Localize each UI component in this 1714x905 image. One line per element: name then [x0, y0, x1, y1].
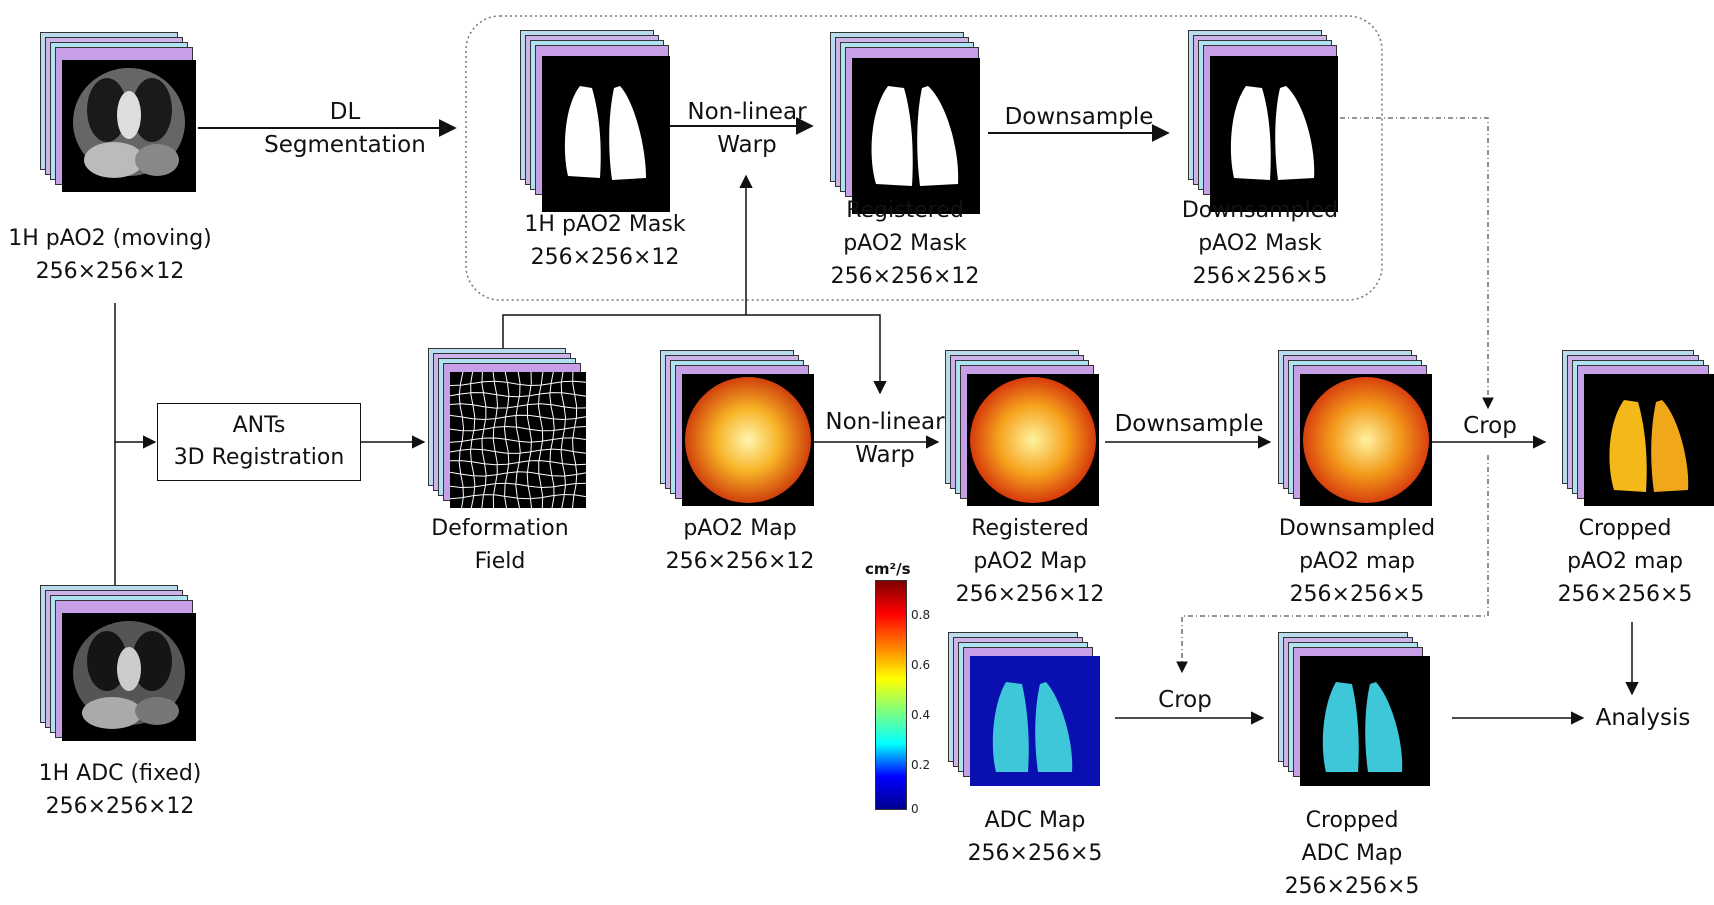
chest-mri-icon	[73, 68, 185, 178]
grid-line	[450, 414, 586, 421]
grid-line	[450, 403, 586, 409]
grid-line	[450, 392, 586, 398]
lung-mask-icon	[564, 86, 646, 180]
lung-mask-icon	[871, 86, 959, 186]
colorbar-tick: 0.2	[911, 758, 931, 772]
colorbar-tick: 0.4	[911, 708, 931, 722]
grid-line	[450, 471, 586, 477]
pao2-map-icon	[970, 377, 1096, 503]
adc-map-icon	[992, 682, 1073, 772]
grid-line	[572, 372, 578, 508]
mask-to-crop-dashdot	[1340, 117, 1494, 410]
grid-line	[492, 372, 499, 508]
deformation-grid-icon	[450, 372, 586, 508]
grid-line	[560, 372, 567, 508]
pao2-map-icon	[685, 377, 811, 503]
grid-line	[450, 448, 586, 454]
grid-line	[450, 425, 586, 432]
fixed-label: 1H ADC (fixed)256×256×12	[38, 761, 202, 819]
ants-registration-box: ANTs 3D Registration	[157, 403, 361, 481]
ants-line1: ANTs	[232, 413, 286, 438]
lung-mask-icon	[1230, 86, 1315, 180]
downsample-top-label: Downsample	[1004, 104, 1154, 130]
line-deform-up	[502, 314, 887, 395]
grid-line	[549, 372, 555, 508]
grid-line	[450, 380, 586, 387]
colorbar-unit: cm²/s	[865, 560, 911, 578]
ants-line2: 3D Registration	[173, 445, 345, 470]
grid-line	[515, 372, 521, 508]
grid-line	[537, 372, 544, 508]
pao2-map-icon	[1303, 377, 1429, 503]
grid-line	[450, 437, 586, 443]
grid-line	[450, 460, 586, 466]
colorbar-tick: 0.6	[911, 658, 931, 672]
cropped-pao2-icon	[1609, 400, 1689, 492]
analysis-label: Analysis	[1595, 705, 1691, 731]
colorbar-gradient	[875, 580, 907, 810]
grid-line	[526, 372, 532, 508]
mask-to-adc-crop-dashdot	[1176, 455, 1489, 674]
colorbar-tick: 0	[911, 802, 919, 816]
grid-line	[503, 372, 510, 508]
grid-line	[450, 493, 586, 500]
downsample-mid-label: Downsample	[1114, 411, 1264, 437]
colorbar-tick: 0.8	[911, 608, 931, 622]
crop-bottom-label: Crop	[1158, 687, 1212, 713]
chest-adc-icon	[73, 621, 185, 729]
moving-label: 1H pAO2 (moving)256×256×12	[8, 226, 212, 284]
crop-mid-label: Crop	[1463, 413, 1517, 439]
cropped-adc-icon	[1322, 682, 1403, 772]
grid-line	[450, 482, 586, 489]
